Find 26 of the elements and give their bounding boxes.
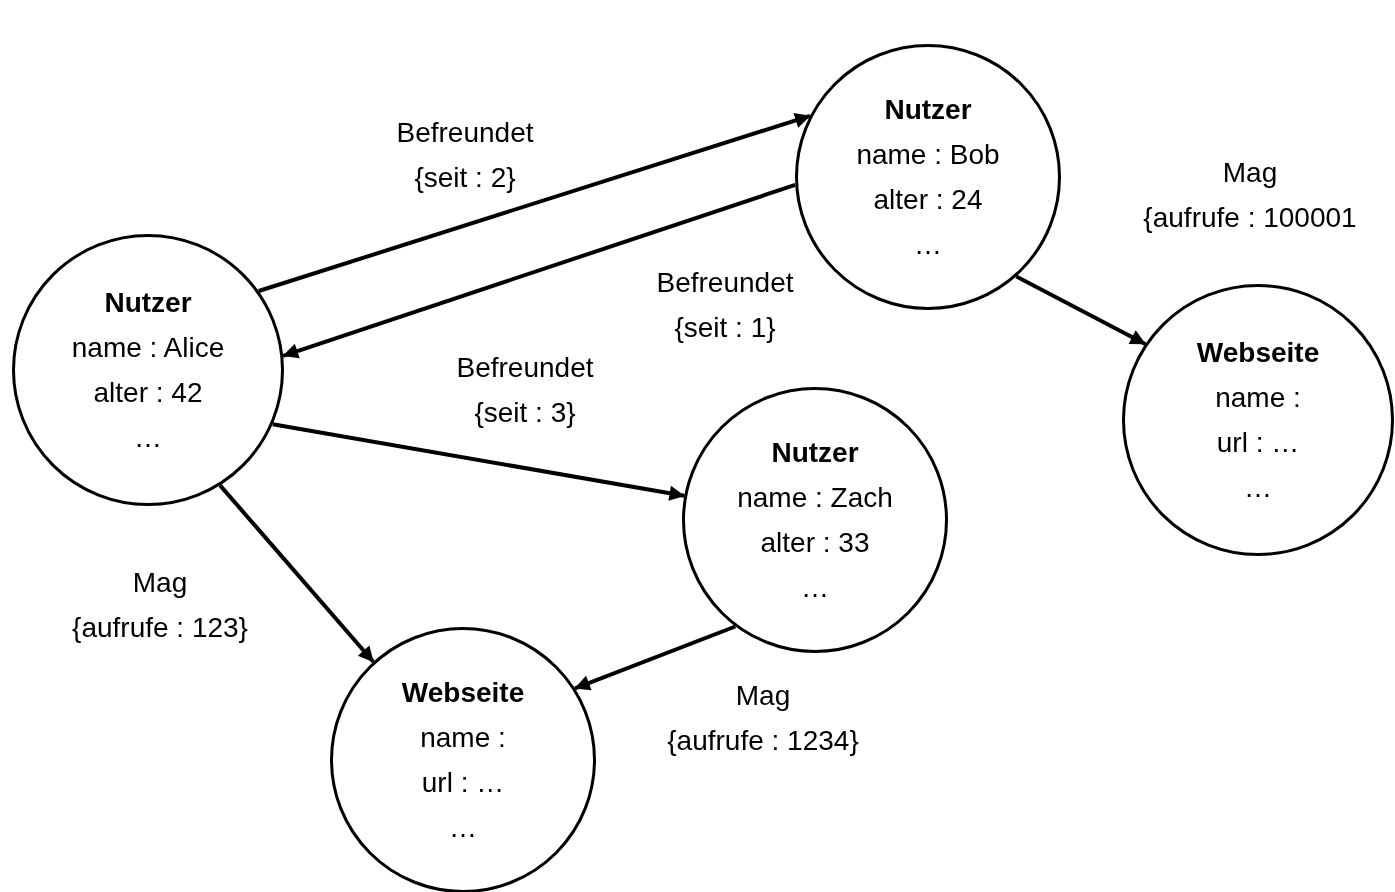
node-type: Nutzer xyxy=(771,436,859,470)
node-property: url : … xyxy=(1216,426,1300,460)
arrow xyxy=(282,183,796,359)
node-property: … xyxy=(1244,471,1272,505)
node-property: name : Alice xyxy=(71,331,225,365)
node-type: Nutzer xyxy=(104,286,192,320)
node-property: alter : 24 xyxy=(873,183,983,217)
node-property: alter : 42 xyxy=(93,376,203,410)
arrow xyxy=(1015,274,1147,346)
node-property: url : … xyxy=(421,766,505,800)
node-property: name : Zach xyxy=(737,481,893,515)
arrow xyxy=(218,484,375,664)
node-property: name : Bob xyxy=(856,138,1000,172)
node-property: … xyxy=(801,571,829,605)
arrow xyxy=(272,422,685,501)
node-type: Webseite xyxy=(1196,336,1320,370)
node-property: alter : 33 xyxy=(760,526,870,560)
node-property: name : xyxy=(1215,381,1301,415)
arrow xyxy=(258,112,811,293)
node-property: name : xyxy=(420,721,506,755)
arrow xyxy=(574,624,737,691)
node-property: … xyxy=(449,811,477,845)
node-property: … xyxy=(914,228,942,262)
node-type: Nutzer xyxy=(884,93,972,127)
node-type: Webseite xyxy=(401,676,525,710)
node-property: … xyxy=(134,421,162,455)
